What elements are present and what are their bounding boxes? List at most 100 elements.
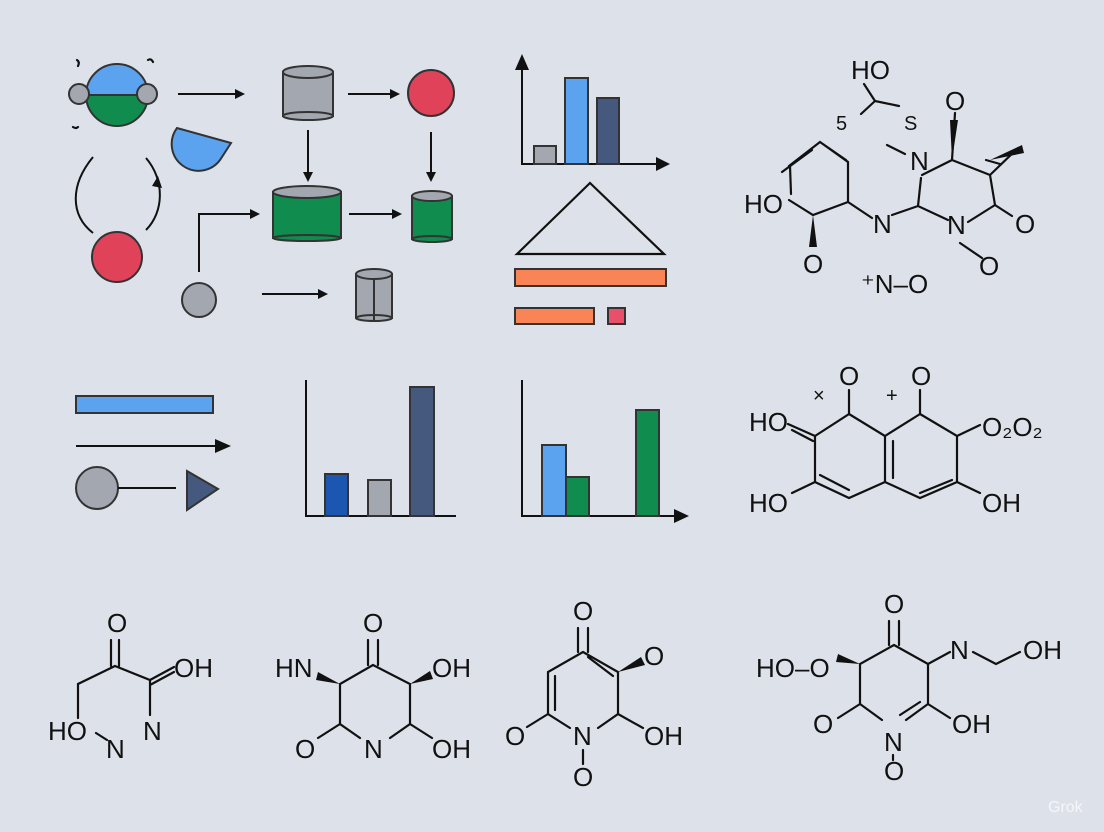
chart-middle-1-bar-3 — [409, 386, 435, 517]
mol5-label-o-right: O — [644, 641, 664, 671]
long-arrow-head — [215, 439, 231, 453]
gray-circle-middle — [75, 466, 119, 510]
mol5-wedge — [618, 657, 645, 672]
flow-diagram — [68, 58, 455, 322]
molecule-6: O N OH HO–O O N OH O — [756, 589, 1062, 786]
mol4-wedge-right — [410, 671, 433, 684]
molecule-1: HO 5 S O N HO N N O O O ⁺N–O — [744, 55, 1035, 299]
chart-middle-2-x-arrow — [674, 509, 689, 523]
mol5-label-o-left: O — [505, 721, 525, 751]
split-sphere-node — [68, 58, 158, 130]
mol3-label-oh: OH — [174, 653, 213, 683]
molecule-2: O O × + HO O₂O₂ HO OH — [749, 361, 1043, 518]
cycle-arrowhead — [152, 176, 162, 188]
mol4-label-oh-bottom: OH — [432, 734, 471, 764]
mol4-label-oh-right: OH — [432, 653, 471, 683]
molecule-5: O O O N OH O — [505, 596, 683, 792]
triangle-bars-figure — [514, 181, 667, 325]
mol1-label-o-top: O — [945, 86, 965, 116]
sphere-tick-marks — [75, 58, 155, 68]
legend-shapes — [75, 395, 231, 512]
mol3-bonds — [76, 638, 176, 742]
bar-chart-top — [515, 54, 670, 171]
sphere-bottom-half — [86, 95, 148, 126]
chart-top-y-arrow — [515, 54, 529, 70]
mol1-label-n-mid: N — [873, 209, 892, 239]
chart-middle-1-axes — [305, 380, 456, 517]
mol6-label-n-ring: N — [884, 727, 903, 757]
mol6-label-n-amine: N — [950, 635, 969, 665]
mol6-label-oh-ring: OH — [952, 709, 991, 739]
mol3-label-n: N — [143, 716, 162, 746]
chart-middle-1-bar-1 — [324, 473, 349, 517]
mol1-label-o-right: O — [1015, 209, 1035, 239]
molecule-3: O OH N HO N — [48, 608, 213, 764]
mol1-wedge-top — [950, 120, 958, 160]
mol4-label-n: N — [364, 734, 383, 764]
green-cylinder-small — [411, 190, 453, 243]
chart-top-bar-3 — [596, 97, 620, 165]
mol1-label-n-methyl: N — [910, 146, 929, 176]
mol3-label-o-top: O — [107, 608, 127, 638]
navy-triangle — [186, 469, 220, 512]
mol2-label-o2o2: O₂O₂ — [982, 412, 1043, 442]
arrow-elbow-to-green — [198, 209, 260, 272]
mol1-label-s: S — [904, 113, 917, 135]
molecule-4: O HN OH O N OH — [275, 608, 471, 764]
gray-cylinder-top — [282, 65, 334, 121]
grok-watermark: Grok — [1048, 799, 1084, 816]
mol5-label-n: N — [573, 721, 592, 751]
chart-top-x-arrow — [656, 157, 670, 171]
mol2-label-ho-bottom: HO — [749, 488, 788, 518]
mol1-label-o-bottom-left: O — [803, 249, 823, 279]
mol5-label-o-top: O — [573, 596, 593, 626]
chart-middle-2-axes — [521, 380, 682, 517]
mol1-wedge-right — [990, 145, 1024, 160]
orange-bar-short — [514, 307, 595, 325]
outline-triangle — [514, 181, 667, 256]
mol2-label-oh-bottom: OH — [982, 488, 1021, 518]
blue-bar — [75, 395, 214, 414]
mol6-label-o-left: O — [813, 709, 833, 739]
mol3-label-ho: HO — [48, 716, 87, 746]
mol2-mark-x: × — [813, 385, 825, 407]
mol2-label-o-top-left: O — [839, 361, 859, 391]
sphere-left-knob — [68, 83, 90, 105]
orange-bar-long — [514, 268, 667, 287]
chart-middle-2-bar-2 — [565, 476, 590, 517]
mol1-label-ho-left: HO — [744, 189, 783, 219]
mol1-label-o-bottom-right: O — [979, 251, 999, 281]
chart-middle-2-bar-1 — [541, 444, 567, 517]
mol4-label-o-top: O — [363, 608, 383, 638]
gray-cylinder-small — [355, 268, 393, 322]
mol5-bonds — [525, 626, 645, 766]
mol1-label-n-ring: N — [947, 210, 966, 240]
mol1-label-ho-top: HO — [851, 55, 890, 85]
sphere-right-knob — [136, 83, 158, 105]
pink-square — [607, 307, 626, 325]
mol4-label-hn: HN — [275, 653, 313, 683]
mol6-label-oh-chain: OH — [1023, 635, 1062, 665]
mol6-label-ho-o: HO–O — [756, 653, 830, 683]
mol1-label-nitroso: ⁺N–O — [861, 269, 928, 299]
bar-chart-middle-1 — [305, 380, 456, 517]
mol1-label-5: 5 — [836, 113, 847, 135]
chart-middle-2-bar-3 — [635, 409, 660, 517]
mol5-label-oh: OH — [644, 721, 683, 751]
mol6-bonds — [836, 619, 1022, 762]
mol2-bonds — [786, 388, 982, 500]
bar-chart-middle-2 — [521, 380, 689, 523]
chart-top-bar-1 — [533, 145, 557, 165]
sphere-small-tick — [71, 125, 80, 130]
mol4-bonds — [316, 638, 434, 740]
green-cylinder-large — [272, 185, 342, 242]
chart-top-bar-2 — [564, 77, 589, 165]
blue-drop-node — [170, 126, 233, 172]
red-circle-top — [407, 69, 455, 117]
left-cycle-arc — [74, 156, 94, 234]
red-circle-lower — [91, 231, 143, 283]
mol5-label-o-bottom: O — [573, 762, 593, 792]
chart-middle-1-bar-2 — [367, 479, 392, 517]
